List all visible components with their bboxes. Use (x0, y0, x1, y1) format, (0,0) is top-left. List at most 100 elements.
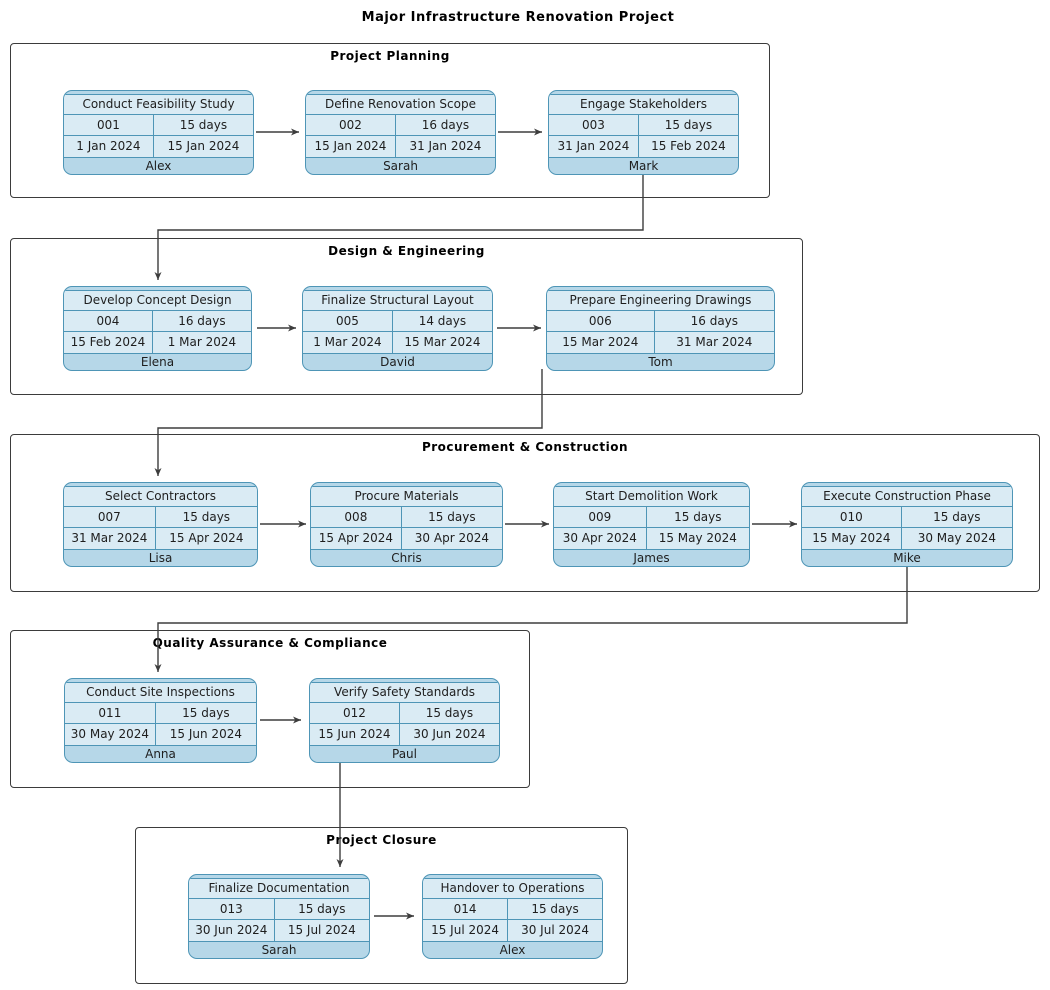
task-id-duration-row: 010 15 days (802, 507, 1012, 528)
task-start-date: 15 Apr 2024 (318, 531, 393, 545)
task-assignee: Mike (893, 551, 921, 565)
task-assignee: Mark (628, 159, 659, 173)
task-start-date: 1 Mar 2024 (313, 335, 382, 349)
task-title: Handover to Operations (423, 878, 602, 899)
task-title: Verify Safety Standards (310, 682, 499, 703)
task-duration: 15 days (645, 507, 749, 527)
task-start-date: 15 Jan 2024 (314, 139, 387, 153)
task-assignee: Alex (145, 159, 172, 173)
task-duration: 15 days (152, 115, 253, 135)
task-duration: 15 days (637, 115, 738, 135)
task-id: 003 (581, 118, 605, 132)
task-duration: 15 days (900, 507, 1012, 527)
task-id: 004 (96, 314, 120, 328)
diagram-title: Major Infrastructure Renovation Project (361, 10, 675, 25)
task-duration: 15 days (154, 507, 257, 527)
task-end-date: 15 May 2024 (645, 528, 749, 549)
task-id: 013 (219, 902, 243, 916)
task-end-date: 1 Mar 2024 (151, 332, 251, 353)
task-end-date: 30 Jul 2024 (507, 920, 602, 941)
task-title: Conduct Site Inspections (65, 682, 256, 703)
task-end-date: 30 Jun 2024 (398, 724, 499, 745)
phase-label: Project Planning (330, 49, 450, 63)
task-assignee: Elena (140, 355, 175, 369)
task-title: Engage Stakeholders (549, 94, 738, 115)
task-title: Select Contractors (64, 486, 257, 507)
task-duration: 15 days (400, 507, 502, 527)
task-assignee: Lisa (148, 551, 173, 565)
task-assignee: Tom (648, 355, 673, 369)
task-id: 012 (342, 706, 366, 720)
task-dates-row: 30 May 2024 15 Jun 2024 (65, 724, 256, 746)
task-id: 014 (453, 902, 477, 916)
task-end-date: 15 Jul 2024 (273, 920, 369, 941)
task-duration: 15 days (507, 899, 602, 919)
task-duration: 16 days (151, 311, 251, 331)
task-title: Procure Materials (311, 486, 502, 507)
task-start-date: 30 Jun 2024 (195, 923, 268, 937)
task-assignee: Paul (392, 747, 417, 761)
task-title: Finalize Documentation (189, 878, 369, 899)
task-title: Develop Concept Design (64, 290, 251, 311)
task-dates-row: 30 Apr 2024 15 May 2024 (554, 528, 749, 550)
phase-label: Procurement & Construction (421, 440, 629, 454)
task-id: 011 (98, 706, 122, 720)
task-card-007: Select Contractors 007 15 days 31 Mar 2024 1… (63, 482, 258, 567)
task-dates-row: 31 Mar 2024 15 Apr 2024 (64, 528, 257, 550)
task-start-date: 1 Jan 2024 (76, 139, 141, 153)
task-dates-row: 15 Jun 2024 30 Jun 2024 (310, 724, 499, 746)
task-start-date: 15 May 2024 (812, 531, 891, 545)
phase-label: Project Closure (326, 833, 437, 847)
task-id-duration-row: 004 16 days (64, 311, 251, 332)
task-start-date: 30 Apr 2024 (562, 531, 637, 545)
task-id-duration-row: 008 15 days (311, 507, 502, 528)
task-title: Define Renovation Scope (306, 94, 495, 115)
task-start-date: 31 Mar 2024 (71, 531, 148, 545)
task-id: 005 (335, 314, 359, 328)
task-duration: 16 days (653, 311, 774, 331)
task-duration: 14 days (391, 311, 492, 331)
task-dates-row: 30 Jun 2024 15 Jul 2024 (189, 920, 369, 942)
task-end-date: 30 May 2024 (900, 528, 1012, 549)
task-start-date: 15 Jun 2024 (318, 727, 391, 741)
task-assignee: Sarah (383, 159, 418, 173)
task-assignee: David (380, 355, 415, 369)
task-id: 006 (588, 314, 612, 328)
task-id: 010 (839, 510, 863, 524)
task-id: 007 (97, 510, 121, 524)
task-end-date: 15 Jan 2024 (152, 136, 253, 157)
task-assignee: Alex (499, 943, 526, 957)
task-id-duration-row: 014 15 days (423, 899, 602, 920)
task-duration: 15 days (273, 899, 369, 919)
task-id-duration-row: 006 16 days (547, 311, 774, 332)
task-id: 008 (344, 510, 368, 524)
task-end-date: 31 Mar 2024 (653, 332, 774, 353)
task-dates-row: 1 Jan 2024 15 Jan 2024 (64, 136, 253, 158)
task-title: Start Demolition Work (554, 486, 749, 507)
task-id: 002 (338, 118, 362, 132)
task-title: Execute Construction Phase (802, 486, 1012, 507)
task-assignee: Anna (145, 747, 176, 761)
task-id-duration-row: 003 15 days (549, 115, 738, 136)
task-assignee: James (633, 551, 670, 565)
task-start-date: 30 May 2024 (70, 727, 149, 741)
task-end-date: 15 Apr 2024 (154, 528, 257, 549)
task-end-date: 15 Jun 2024 (154, 724, 256, 745)
